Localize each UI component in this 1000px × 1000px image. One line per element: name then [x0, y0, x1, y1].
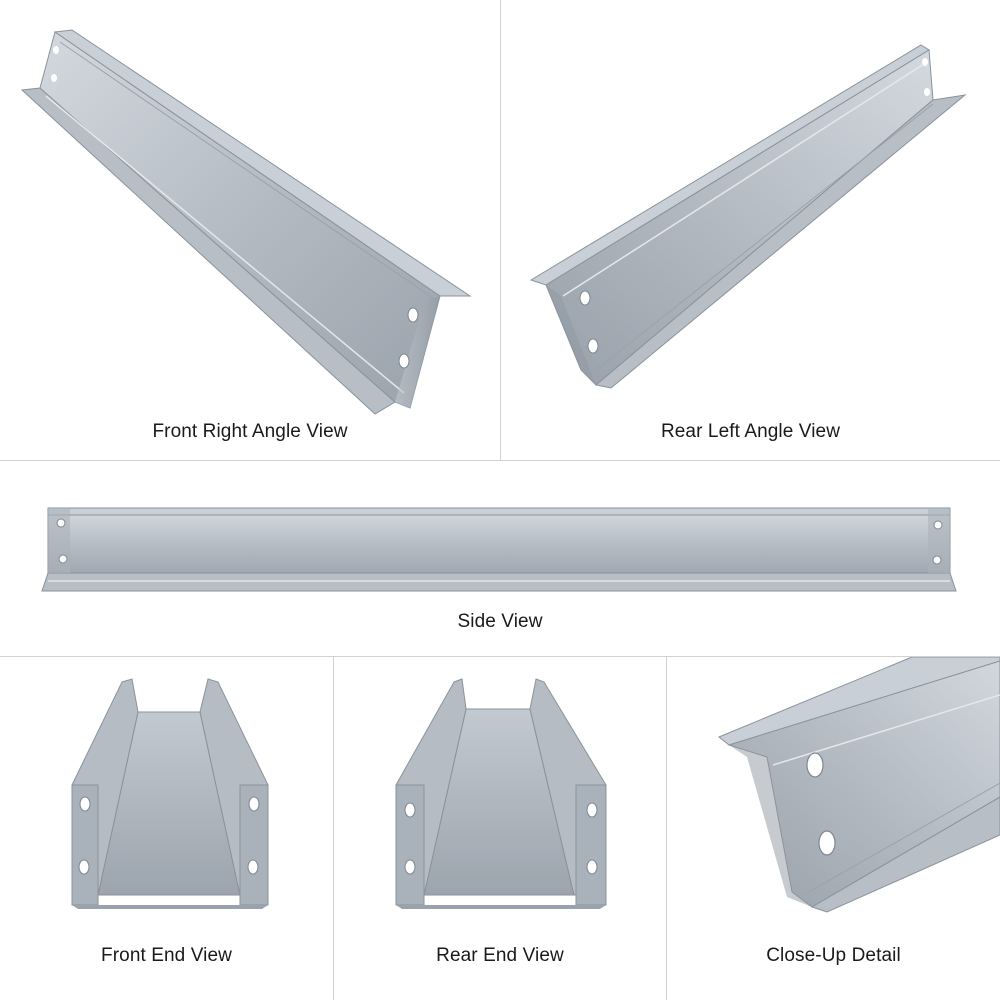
rear-end-view-panel: Rear End View: [334, 657, 666, 1000]
divider-horizontal-upper: [0, 460, 1000, 461]
divider-top-vertical: [500, 0, 501, 460]
front-end-view-caption: Front End View: [101, 945, 232, 966]
rear-left-angle-view-caption: Rear Left Angle View: [660, 421, 841, 442]
rear-end-view-beam-image: [395, 678, 607, 909]
close-up-detail-panel: Close-Up Detail: [667, 657, 1000, 1000]
close-up-detail-caption: Close-Up Detail: [766, 945, 901, 966]
front-end-view-panel: Front End View: [0, 657, 333, 1000]
side-view-beam-image: [41, 507, 957, 592]
close-up-detail-beam-image: [718, 657, 1000, 913]
divider-bottom-vertical-left: [333, 657, 334, 1000]
front-right-angle-view-panel: Front Right Angle View: [0, 0, 500, 460]
side-view-panel: Side View: [0, 461, 1000, 656]
rear-left-angle-view-panel: Rear Left Angle View: [501, 0, 1000, 460]
rear-end-view-caption: Rear End View: [436, 945, 564, 966]
front-right-angle-beam-image: [20, 29, 472, 415]
side-view-caption: Side View: [457, 611, 543, 632]
divider-bottom-vertical-right: [666, 657, 667, 1000]
front-end-view-beam-image: [71, 678, 269, 909]
rear-left-angle-beam-image: [529, 44, 967, 389]
divider-horizontal-lower: [0, 656, 1000, 657]
front-right-angle-view-caption: Front Right Angle View: [152, 421, 348, 442]
